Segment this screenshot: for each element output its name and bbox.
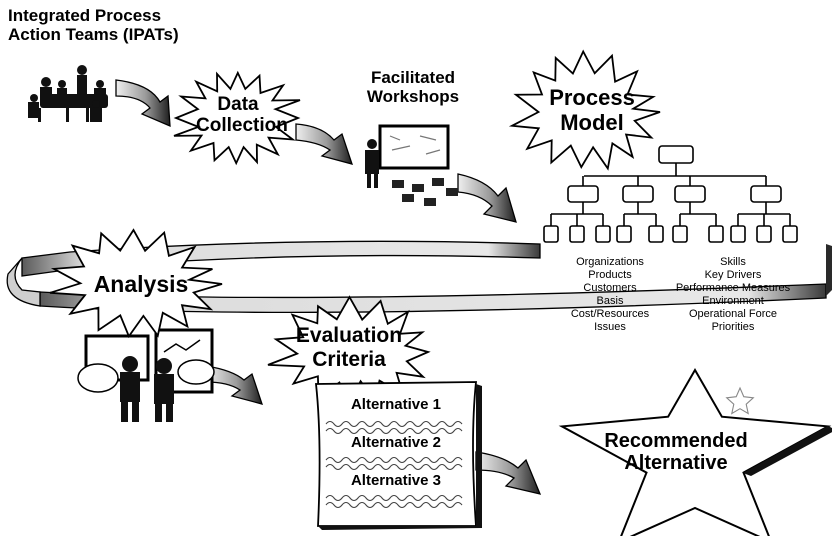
flow-arrow-analysis-to-criteria [205,365,263,405]
recommended-alternative-label: Recommended Alternative [586,430,766,475]
alternative-2: Alternative 2 [350,434,442,451]
data-collection-label: Data Collection [196,94,288,137]
analysis-label: Analysis [93,271,189,297]
model-attribute: Operational Force [688,308,778,320]
org-chart-icon [543,145,798,243]
recommended-alternative-line-2: Alternative [624,452,728,475]
model-attribute: Key Drivers [704,269,762,281]
process-model-line-1: Process [549,85,635,110]
evaluation-criteria-line-1: Evaluation [295,324,403,347]
evaluation-criteria-line-2: Criteria [312,347,386,371]
model-attribute: Skills [720,256,746,268]
model-attributes-left: Organizations Products Customers Basis C… [550,256,670,334]
ipat-title-line-1: Integrated Process [8,6,162,25]
model-attribute: Products [588,269,632,281]
model-attribute: Customers [583,282,637,294]
ipat-title: Integrated Process Action Teams (IPATs) [8,6,179,44]
analysis-team-icon [77,328,215,422]
recommended-alternative-line-1: Recommended [604,430,748,452]
data-collection-line-2: Collection [196,115,288,137]
model-attribute: Environment [702,295,764,307]
alternatives-document [314,381,482,530]
data-collection-line-1: Data [217,94,259,115]
flow-arrow-criteria-to-recommended [475,451,542,495]
model-attribute: Performance Measures [675,282,791,294]
analysis-burst [49,228,223,339]
facilitated-workshops-line-2: Workshops [366,87,460,107]
evaluation-criteria-label: Evaluation Criteria [290,324,408,371]
flow-arrow-workshops-to-model [457,173,517,223]
team-meeting-icon [28,65,108,122]
model-attribute: Organizations [576,256,644,268]
process-model-burst [508,49,661,171]
model-attribute: Issues [594,321,626,333]
alternative-1: Alternative 1 [350,396,442,413]
process-model-line-2: Model [560,109,624,135]
facilitated-workshops-label: Facilitated Workshops [358,68,468,106]
flow-arrow-ipat-to-data [115,79,171,128]
flow-arrow-data-to-workshops [295,123,353,165]
recommended-star [558,367,832,536]
model-attribute: Priorities [711,321,755,333]
data-collection-burst [173,70,301,166]
model-attribute: Cost/Resources [570,308,650,320]
alternative-3: Alternative 3 [350,472,442,489]
workshop-icon [365,124,458,206]
model-attribute: Basis [596,295,624,307]
facilitated-workshops-line-1: Facilitated [370,68,456,87]
evaluation-criteria-burst [267,295,431,406]
model-attributes-right: Skills Key Drivers Performance Measures … [668,256,798,334]
ipat-title-line-2: Action Teams (IPATs) [8,25,179,45]
process-model-label: Process Model [540,85,644,135]
